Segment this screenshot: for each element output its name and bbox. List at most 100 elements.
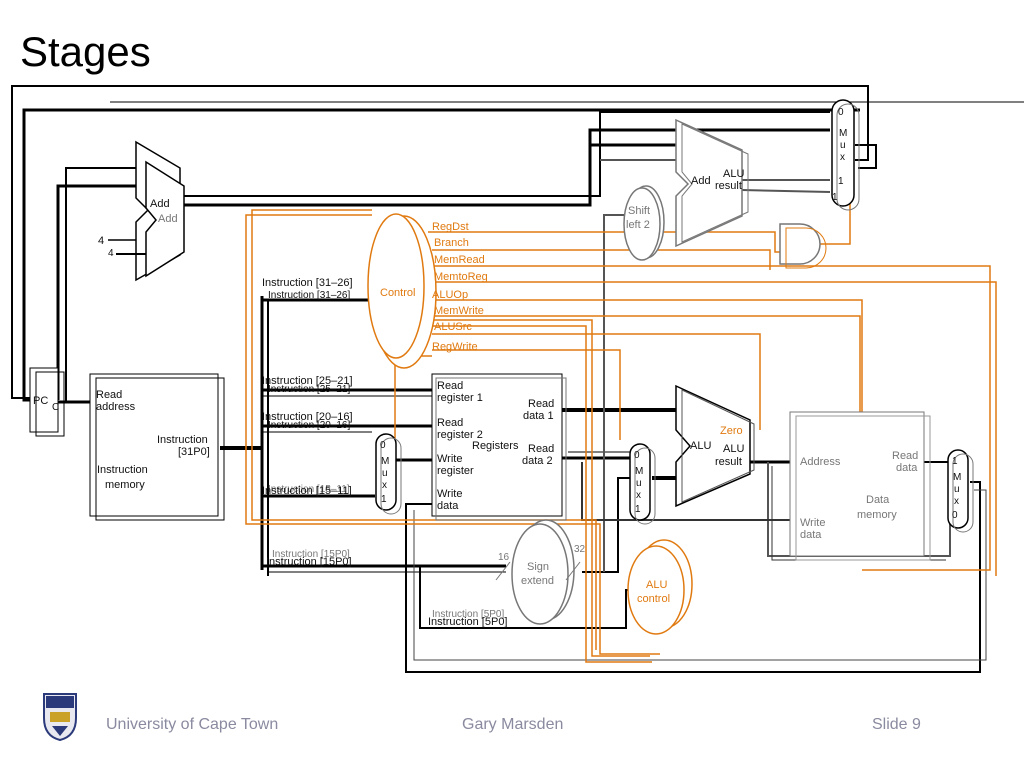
svg-text:ALU: ALU [723, 443, 744, 455]
main-alu: ALU ALU result Zero [675, 384, 755, 508]
control-unit: Control RegDst Branch MemRead MemtoReg A… [367, 213, 488, 369]
svg-text:[31P0]: [31P0] [178, 446, 210, 458]
shift-left-2: Shift left 2 [623, 185, 665, 261]
svg-text:Add: Add [150, 198, 170, 210]
svg-text:Write: Write [437, 488, 462, 500]
pc-register: PC C [29, 367, 65, 437]
svg-text:ALU: ALU [646, 579, 667, 591]
svg-text:x: x [840, 152, 845, 163]
svg-text:C: C [52, 402, 59, 413]
svg-text:Read: Read [437, 380, 463, 392]
instruction-field-labels: Instruction [31–26] Instruction [31–26] … [262, 277, 508, 628]
svg-text:Read: Read [437, 417, 463, 429]
svg-text:Instruction [31–26]: Instruction [31–26] [262, 277, 353, 289]
svg-text:ALUSrc: ALUSrc [434, 321, 472, 333]
footer-slide-number: Slide 9 [872, 716, 921, 733]
svg-text:control: control [637, 593, 670, 605]
svg-text:0: 0 [634, 450, 640, 461]
svg-text:RegWrite: RegWrite [432, 341, 478, 353]
svg-text:Write: Write [437, 453, 462, 465]
svg-text:u: u [954, 484, 960, 495]
svg-text:ALU: ALU [690, 440, 711, 452]
svg-text:ALU: ALU [723, 168, 744, 180]
pc-adder: Add Add 4 4 [98, 140, 185, 282]
svg-text:memory: memory [105, 479, 145, 491]
footer-university: University of Cape Town [106, 716, 279, 733]
svg-text:MemRead: MemRead [434, 254, 485, 266]
regdst-mux: 0 M u x 1 [375, 433, 402, 515]
svg-text:1: 1 [952, 456, 958, 467]
memtoreg-mux: 1 M u x 0 [947, 449, 974, 533]
svg-text:register: register [437, 465, 474, 477]
svg-text:Instruction [25–21]: Instruction [25–21] [262, 375, 353, 387]
svg-text:1: 1 [381, 494, 387, 505]
svg-text:Instruction [15P0]: Instruction [15P0] [266, 556, 352, 568]
svg-text:4: 4 [108, 248, 114, 259]
data-memory: Address Read data Write data Data memory [789, 411, 931, 561]
svg-text:1: 1 [832, 192, 838, 203]
svg-text:x: x [636, 490, 641, 501]
svg-text:MemtoReg: MemtoReg [434, 271, 488, 283]
svg-text:PC: PC [33, 395, 48, 407]
svg-text:left 2: left 2 [626, 219, 650, 231]
svg-text:data: data [800, 529, 822, 541]
svg-text:Branch: Branch [434, 237, 469, 249]
svg-text:4: 4 [98, 235, 104, 247]
svg-text:Instruction [20–16]: Instruction [20–16] [262, 411, 353, 423]
svg-text:Instruction [15P0]: Instruction [15P0] [272, 549, 350, 560]
sign-extend: Sign extend 16 32 [495, 519, 586, 625]
svg-text:memory: memory [857, 509, 897, 521]
university-crest-icon [43, 693, 77, 742]
svg-text:M: M [839, 128, 847, 139]
svg-text:Add: Add [158, 213, 178, 225]
svg-text:register 1: register 1 [437, 392, 483, 404]
svg-text:ALUOp: ALUOp [432, 289, 468, 301]
svg-text:Instruction [15–11]: Instruction [15–11] [262, 485, 352, 497]
svg-text:Registers: Registers [472, 440, 519, 452]
svg-text:0: 0 [380, 440, 386, 451]
svg-text:Instruction [31–26]: Instruction [31–26] [268, 290, 350, 301]
svg-text:Read: Read [528, 443, 554, 455]
svg-text:Instruction: Instruction [157, 434, 208, 446]
svg-text:data: data [437, 500, 459, 512]
alusrc-mux: 0 M u x 1 [629, 443, 656, 525]
svg-text:Write: Write [800, 517, 825, 529]
datapath-diagram: PC C Add Add 4 4 Read address Instructio… [11, 85, 1024, 673]
svg-text:1: 1 [635, 504, 641, 515]
svg-text:MemWrite: MemWrite [434, 305, 484, 317]
svg-text:Zero: Zero [720, 425, 743, 437]
svg-text:M: M [953, 472, 961, 483]
pcsrc-mux: 0 M u x 1 1 [831, 99, 860, 211]
svg-text:RegDst: RegDst [432, 221, 469, 233]
svg-text:M: M [381, 456, 389, 467]
svg-text:Instruction [20–16]: Instruction [20–16] [268, 420, 350, 431]
svg-text:x: x [954, 496, 959, 507]
svg-text:0: 0 [838, 107, 844, 118]
svg-text:u: u [636, 478, 642, 489]
svg-text:address: address [96, 401, 136, 413]
svg-text:Instruction [5P0]: Instruction [5P0] [428, 616, 508, 628]
svg-text:Read: Read [892, 450, 918, 462]
branch-and-gate [779, 223, 827, 269]
branch-adder: Add ALU result [675, 118, 749, 248]
svg-text:Sign: Sign [527, 561, 549, 573]
svg-text:32: 32 [574, 544, 586, 555]
svg-text:Instruction: Instruction [97, 464, 148, 476]
svg-text:Instruction [25–21]: Instruction [25–21] [268, 384, 350, 395]
alu-control: ALU control [627, 539, 693, 635]
svg-text:Instruction [5P0]: Instruction [5P0] [432, 609, 504, 620]
svg-text:data: data [896, 462, 918, 474]
svg-text:Add: Add [691, 175, 711, 187]
svg-text:M: M [635, 466, 643, 477]
svg-text:Read: Read [528, 398, 554, 410]
svg-text:u: u [382, 468, 388, 479]
svg-text:u: u [840, 140, 846, 151]
footer-author: Gary Marsden [462, 716, 564, 733]
svg-text:result: result [715, 180, 742, 192]
svg-text:1: 1 [838, 176, 844, 187]
register-file: Read register 1 Read register 2 Write re… [431, 373, 567, 521]
svg-text:Instruction [15–11]: Instruction [15–11] [268, 484, 350, 495]
svg-text:0: 0 [952, 510, 958, 521]
svg-text:register 2: register 2 [437, 429, 483, 441]
svg-text:x: x [382, 480, 387, 491]
